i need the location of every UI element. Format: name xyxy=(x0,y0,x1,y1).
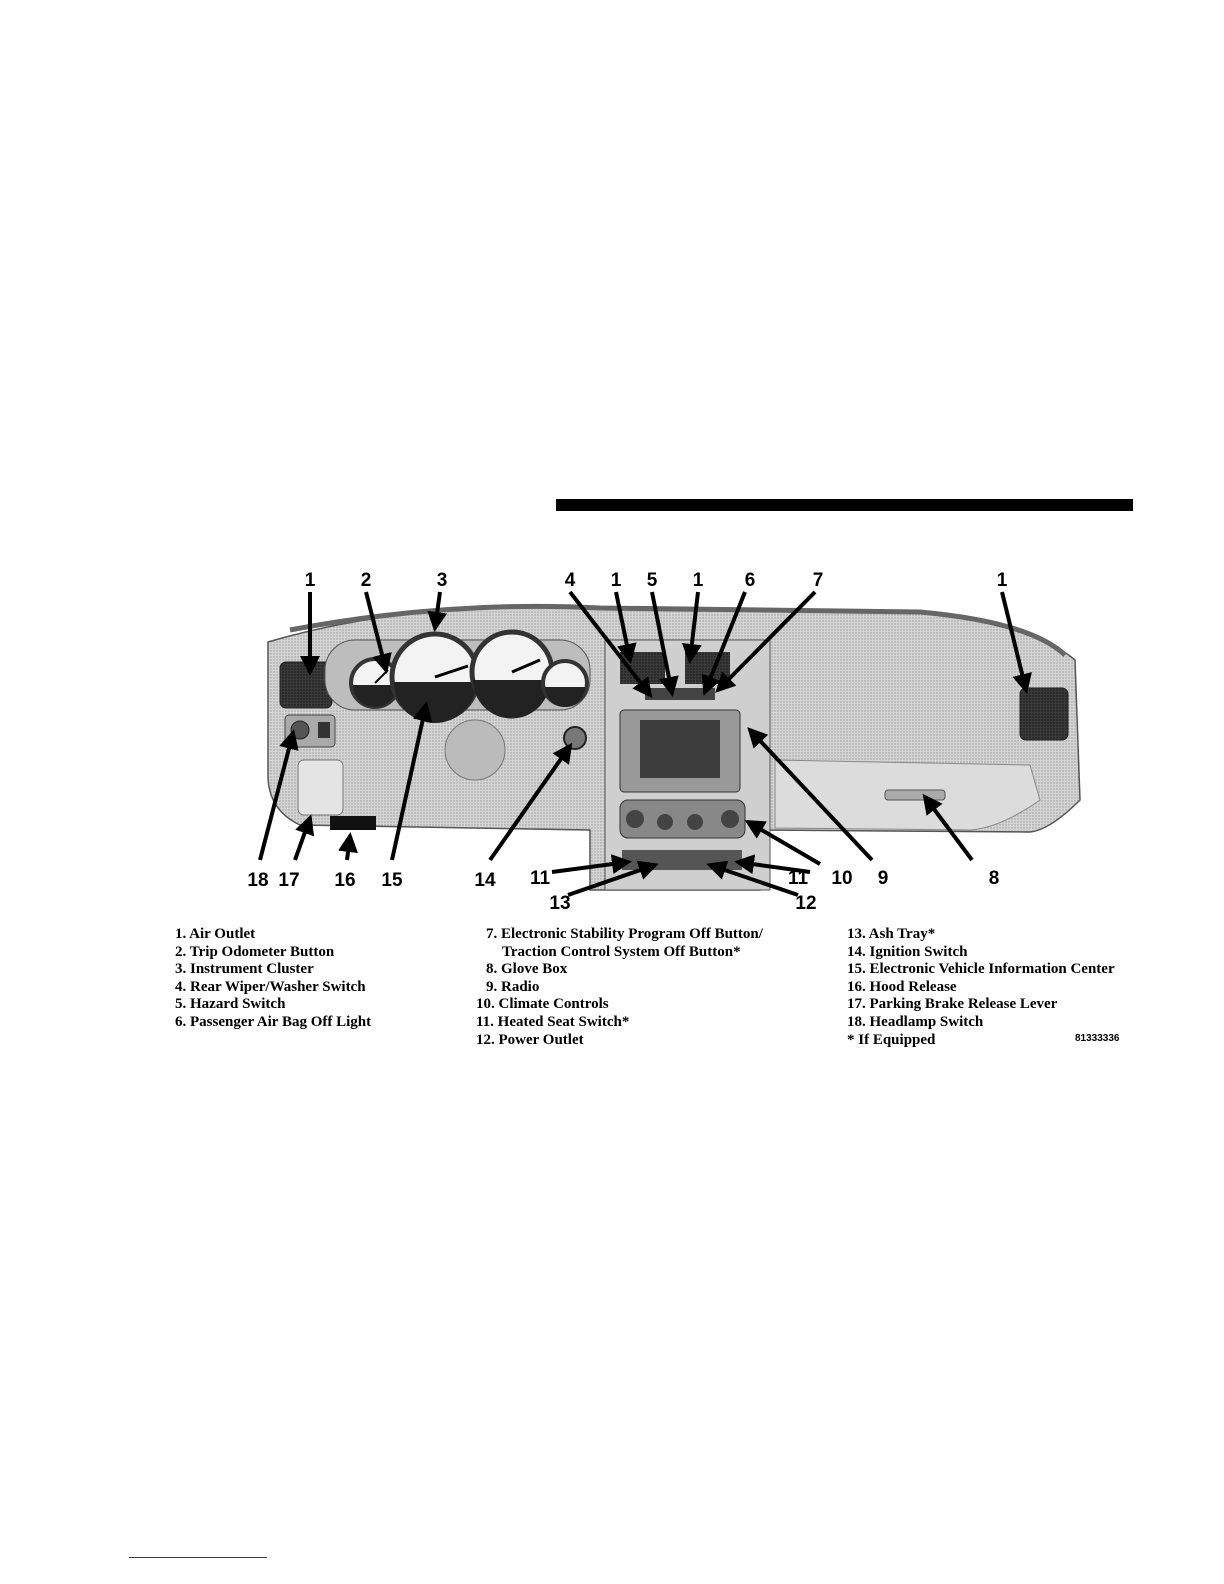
legend-item: 7. Electronic Stability Program Off Butt… xyxy=(486,926,763,942)
callout-10: 10 xyxy=(831,868,852,889)
glove-box-handle xyxy=(884,789,946,801)
callout-11-left: 11 xyxy=(530,868,551,889)
legend-item: 11. Heated Seat Switch* xyxy=(476,1013,630,1030)
callout-4: 4 xyxy=(565,570,576,591)
callout-11-right: 11 xyxy=(788,868,809,889)
section-header-bar xyxy=(556,499,1133,511)
legend-item: 4. Rear Wiper/Washer Switch xyxy=(175,978,366,995)
left-air-outlet xyxy=(279,661,333,709)
legend-item: 8. Glove Box xyxy=(486,961,568,978)
hood-release-handle xyxy=(330,816,376,830)
callout-2: 2 xyxy=(361,570,372,591)
callout-3: 3 xyxy=(437,570,448,591)
legend-column-3: 13. Ash Tray* 14. Ignition Switch 15. El… xyxy=(847,926,1115,1049)
legend-item: 1. Air Outlet xyxy=(175,926,256,942)
steering-column xyxy=(444,719,506,781)
legend-footnote: * If Equipped xyxy=(847,1031,936,1048)
legend-column-1: 1. Air Outlet 2. Trip Odometer Button 3.… xyxy=(175,926,371,1032)
callout-13: 13 xyxy=(549,893,570,914)
climate-controls xyxy=(619,799,746,839)
callout-18: 18 xyxy=(247,870,268,891)
callout-16: 16 xyxy=(334,870,355,891)
legend-item: 18. Headlamp Switch xyxy=(847,1013,984,1030)
callout-1-left: 1 xyxy=(305,570,316,591)
callout-6: 6 xyxy=(745,570,756,591)
legend-item: 16. Hood Release xyxy=(847,978,957,995)
footer-rule xyxy=(129,1557,267,1558)
parking-brake-panel xyxy=(297,759,344,816)
legend-item: 5. Hazard Switch xyxy=(175,996,286,1013)
temp-gauge xyxy=(541,659,589,707)
callout-7: 7 xyxy=(813,570,824,591)
callout-numbers-top: 1 2 3 4 1 5 1 6 7 1 xyxy=(305,570,1008,591)
right-air-outlet xyxy=(1019,687,1069,741)
glove-box xyxy=(774,759,1041,831)
instrument-panel-illustration: 1 2 3 4 1 5 1 6 7 1 18 17 16 15 14 11 13… xyxy=(247,570,1081,914)
legend-item: 10. Climate Controls xyxy=(476,996,609,1013)
callout-17: 17 xyxy=(278,870,299,891)
callout-1-right: 1 xyxy=(997,570,1008,591)
callout-12: 12 xyxy=(795,893,816,914)
legend-item: 6. Passenger Air Bag Off Light xyxy=(175,1013,372,1030)
legend-item: 2. Trip Odometer Button xyxy=(175,943,335,960)
legend-item: 17. Parking Brake Release Lever xyxy=(847,996,1058,1013)
callout-15: 15 xyxy=(381,870,403,891)
legend-column-2: 7. Electronic Stability Program Off Butt… xyxy=(476,926,763,1049)
legend-item: 12. Power Outlet xyxy=(476,1031,584,1048)
radio-screen xyxy=(640,720,720,778)
callout-5: 5 xyxy=(647,570,658,591)
figure-id: 81333336 xyxy=(1075,1033,1120,1044)
instrument-cluster xyxy=(324,629,591,723)
callout-1-center-right: 1 xyxy=(693,570,704,591)
legend-item: 15. Electronic Vehicle Information Cente… xyxy=(847,961,1115,978)
callout-1-center-left: 1 xyxy=(611,570,622,591)
callout-numbers-bottom: 18 17 16 15 14 11 13 11 12 10 9 8 xyxy=(247,868,999,914)
tachometer-gauge xyxy=(389,631,481,723)
legend-item: 9. Radio xyxy=(486,978,540,995)
ignition-switch xyxy=(563,726,587,750)
callout-9: 9 xyxy=(878,868,889,889)
callout-8: 8 xyxy=(989,868,1000,889)
callout-14: 14 xyxy=(474,870,496,891)
legend-item-continuation: Traction Control System Off Button* xyxy=(502,943,741,960)
center-stack xyxy=(604,639,771,891)
legend-item: 13. Ash Tray* xyxy=(847,926,936,942)
legend-item: 14. Ignition Switch xyxy=(847,943,968,960)
legend-item: 3. Instrument Cluster xyxy=(175,961,314,978)
callout-arrows xyxy=(258,590,1032,897)
lower-console-switches xyxy=(622,850,742,870)
speedometer-gauge xyxy=(469,629,555,719)
